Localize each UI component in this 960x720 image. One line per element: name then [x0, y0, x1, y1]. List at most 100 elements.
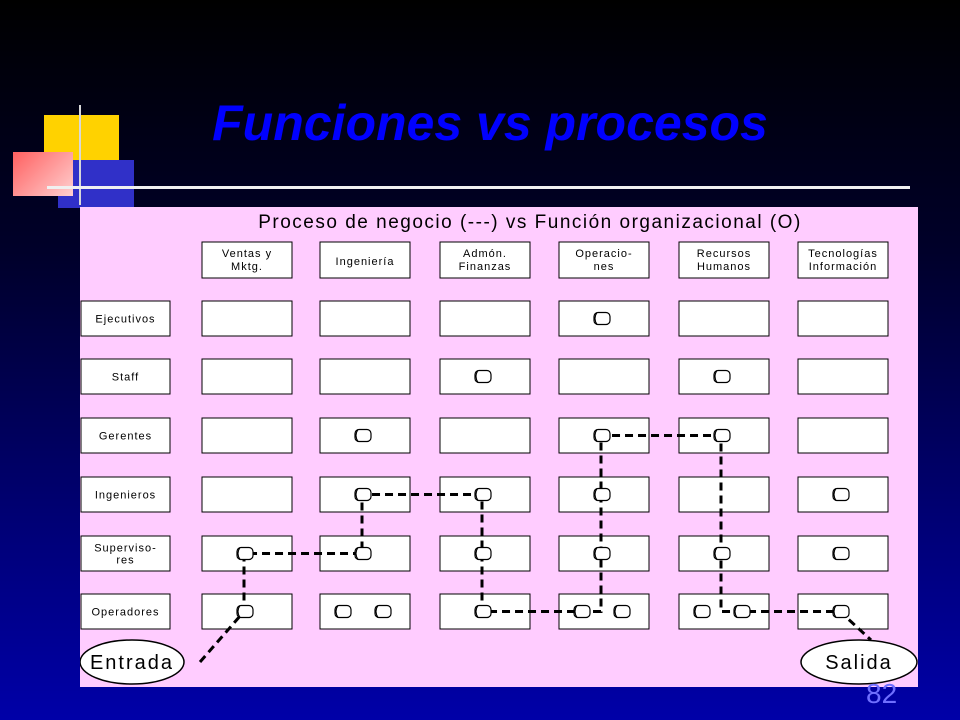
role-header-label: res: [116, 555, 134, 567]
activity-marker-edge: [714, 370, 718, 383]
grid-cell: [201, 417, 293, 454]
grid-cell: [319, 300, 411, 337]
decorative-red-square: [13, 152, 73, 196]
grid-cell: [201, 476, 293, 513]
activity-marker-edge: [375, 605, 379, 618]
role-header-label: Operadores: [91, 607, 159, 619]
activity-marker-body: [573, 604, 591, 619]
slide-title: Funciones vs procesos: [212, 95, 768, 151]
activity-marker: [593, 311, 611, 326]
activity-marker: [593, 487, 611, 502]
activity-marker-edge: [714, 429, 718, 442]
activity-marker: [832, 487, 850, 502]
activity-marker-edge: [475, 605, 479, 618]
activity-marker-edge: [833, 547, 837, 560]
activity-marker-body: [236, 604, 254, 619]
activity-marker: [613, 604, 631, 619]
activity-marker-body: [354, 428, 372, 443]
role-header-label: Superviso-: [94, 543, 157, 555]
activity-marker-edge: [594, 547, 598, 560]
role-header-label: Ejecutivos: [95, 314, 155, 326]
activity-marker: [832, 604, 850, 619]
activity-marker-edge: [714, 547, 718, 560]
activity-marker-body: [593, 546, 611, 561]
grid-cell: [797, 417, 889, 454]
role-header-label: Staff: [112, 372, 139, 384]
process-path: [198, 434, 873, 663]
activity-marker: [733, 604, 751, 619]
entry-oval: [79, 639, 185, 685]
activity-marker-body: [832, 487, 850, 502]
activity-marker: [236, 546, 254, 561]
activity-marker-edge: [237, 605, 241, 618]
activity-marker-body: [832, 546, 850, 561]
activity-marker-body: [693, 604, 711, 619]
grid-cell: [201, 300, 293, 337]
function-header-box: [319, 241, 411, 279]
activity-marker: [354, 546, 372, 561]
role-header-box: [80, 593, 171, 630]
role-header-label: Ingenieros: [95, 490, 156, 502]
title-rule: [47, 186, 910, 189]
diagram-panel: Proceso de negocio (---) vs Función orga…: [79, 207, 918, 687]
page-number: 82: [866, 678, 898, 709]
activity-marker-edge: [355, 429, 359, 442]
exit-oval: [800, 639, 918, 685]
activity-marker-body: [334, 604, 352, 619]
activity-marker-body: [593, 487, 611, 502]
activity-marker: [593, 546, 611, 561]
role-header-box: [80, 358, 171, 395]
activity-marker: [832, 546, 850, 561]
activity-marker-edge: [833, 605, 837, 618]
activity-marker-body: [733, 604, 751, 619]
activity-marker: [474, 546, 492, 561]
activity-marker-edge: [574, 605, 578, 618]
function-header-box: [797, 241, 889, 279]
activity-marker: [474, 487, 492, 502]
function-header-label: Mktg.: [231, 261, 263, 273]
activity-marker-edge: [475, 547, 479, 560]
process-function-diagram: Proceso de negocio (---) vs Función orga…: [79, 212, 918, 685]
activity-marker-body: [474, 604, 492, 619]
activity-marker-edge: [475, 488, 479, 501]
activity-marker-body: [354, 546, 372, 561]
activity-marker-edge: [335, 605, 339, 618]
activity-marker: [474, 604, 492, 619]
activity-marker: [334, 604, 352, 619]
activity-marker-edge: [614, 605, 618, 618]
entry-label: Entrada: [90, 652, 174, 674]
function-header-label: Tecnologías: [808, 248, 878, 260]
activity-marker: [573, 604, 591, 619]
activity-marker: [713, 546, 731, 561]
activity-marker: [354, 428, 372, 443]
activity-marker: [593, 428, 611, 443]
activity-marker-body: [593, 311, 611, 326]
grid-cell: [558, 358, 650, 395]
activity-marker: [713, 428, 731, 443]
activity-marker: [354, 487, 372, 502]
diagram-subtitle: Proceso de negocio (---) vs Función orga…: [258, 212, 802, 233]
grid-cell: [797, 300, 889, 337]
grid-cell: [319, 358, 411, 395]
activity-marker-edge: [734, 605, 738, 618]
role-header-box: [80, 476, 171, 513]
function-header-label: Ventas y: [222, 248, 272, 260]
activity-marker-edge: [355, 488, 359, 501]
role-header-box: [80, 417, 171, 454]
activity-marker-body: [374, 604, 392, 619]
activity-marker: [236, 604, 254, 619]
role-header-label: Gerentes: [99, 431, 152, 443]
activity-marker: [693, 604, 711, 619]
exit-label: Salida: [825, 652, 893, 674]
function-header-label: Finanzas: [459, 261, 512, 273]
activity-marker-edge: [594, 312, 598, 325]
role-header-box: [80, 300, 171, 337]
function-header-box: [201, 241, 293, 279]
activity-marker-body: [474, 369, 492, 384]
function-header-label: Ingeniería: [336, 256, 395, 268]
decorative-vertical-rule: [79, 105, 81, 205]
activity-marker-body: [593, 428, 611, 443]
activity-marker-body: [474, 546, 492, 561]
function-header-label: Admón.: [463, 248, 507, 260]
activity-marker-body: [613, 604, 631, 619]
